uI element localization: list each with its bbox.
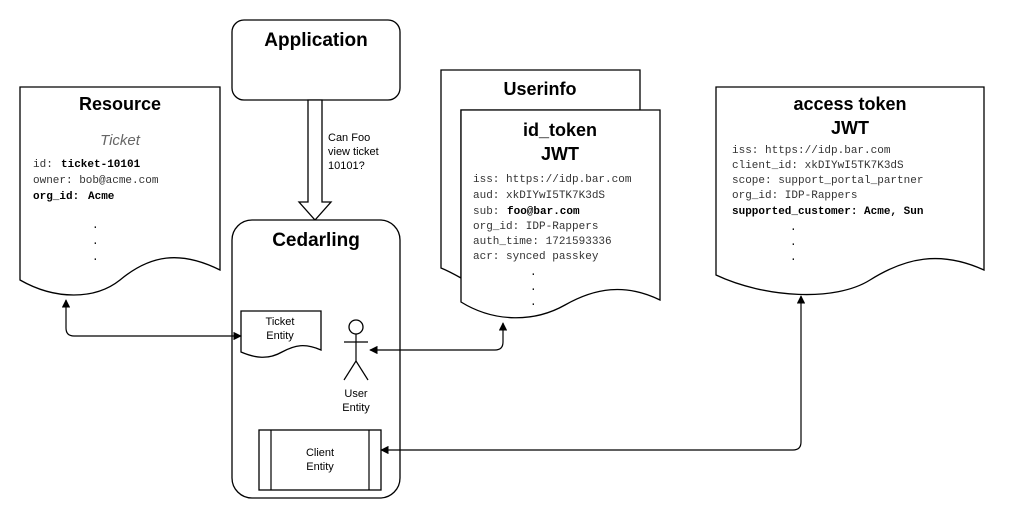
id-token-aud: aud: xkDIYwI5TK7K3dS <box>473 190 605 202</box>
id-token-subtitle: JWT <box>541 144 579 164</box>
access-token-ellipsis-3: . <box>790 252 797 264</box>
resource-ellipsis-1: . <box>92 220 99 232</box>
user-actor-icon <box>343 319 369 381</box>
access-token-client-id: client_id: xkDIYwI5TK7K3dS <box>732 160 904 172</box>
access-token-supported: supported_customer: Acme, Sun <box>732 206 923 218</box>
resource-org-value: Acme <box>88 191 115 203</box>
access-token-ellipsis-2: . <box>790 237 797 249</box>
client-entity-line-2: Entity <box>306 461 334 473</box>
id-token-sub-key: sub: <box>473 206 499 218</box>
client-to-accesstoken-connector <box>380 295 806 455</box>
resource-document: Resource Ticket id: ticket-10101 owner: … <box>19 86 221 296</box>
resource-ellipsis-2: . <box>92 236 99 248</box>
id-token-ellipsis-3: . <box>530 297 537 309</box>
ticket-entity-line-2: Entity <box>266 330 294 342</box>
resource-to-ticket-connector <box>61 299 242 341</box>
id-token-document: id_token JWT iss: https://idp.bar.com au… <box>460 109 661 319</box>
resource-title: Resource <box>79 94 161 114</box>
cedarling-title: Cedarling <box>272 230 360 251</box>
userinfo-title: Userinfo <box>503 79 576 99</box>
request-line-2: view ticket <box>328 146 379 158</box>
resource-owner: owner: bob@acme.com <box>33 175 159 187</box>
id-token-iss: iss: https://idp.bar.com <box>473 174 632 186</box>
access-token-subtitle: JWT <box>831 118 869 138</box>
client-entity: Client Entity <box>258 429 382 491</box>
resource-ellipsis-3: . <box>92 252 99 264</box>
id-token-ellipsis-2: . <box>530 282 537 294</box>
id-token-auth-time: auth_time: 1721593336 <box>473 236 612 248</box>
request-arrow <box>297 99 333 221</box>
ticket-entity-line-1: Ticket <box>266 316 295 328</box>
application-title: Application <box>264 30 367 51</box>
id-token-acr: acr: synced passkey <box>473 251 599 263</box>
resource-id-key: id: <box>33 159 53 171</box>
client-entity-line-1: Client <box>306 447 334 459</box>
user-entity-line-1: User <box>344 388 368 400</box>
access-token-ellipsis-1: . <box>790 222 797 234</box>
user-entity-line-2: Entity <box>342 402 370 414</box>
resource-org-key: org_id: <box>33 191 79 203</box>
resource-subtitle: Ticket <box>100 132 141 149</box>
access-token-scope: scope: support_portal_partner <box>732 175 923 187</box>
access-token-org: org_id: IDP-Rappers <box>732 190 857 202</box>
id-token-sub-value: foo@bar.com <box>507 206 580 218</box>
id-token-org: org_id: IDP-Rappers <box>473 221 598 233</box>
id-token-ellipsis-1: . <box>530 267 537 279</box>
ticket-entity: Ticket Entity <box>240 310 322 358</box>
request-line-3: 10101? <box>328 160 365 172</box>
access-token-iss: iss: https://idp.bar.com <box>732 145 891 157</box>
resource-id-value: ticket-10101 <box>61 159 141 171</box>
access-token-document: access token JWT iss: https://idp.bar.co… <box>715 86 985 296</box>
application-box: Application <box>231 19 401 101</box>
request-line-1: Can Foo <box>328 132 370 144</box>
access-token-title: access token <box>793 94 906 114</box>
id-token-title: id_token <box>523 120 597 140</box>
